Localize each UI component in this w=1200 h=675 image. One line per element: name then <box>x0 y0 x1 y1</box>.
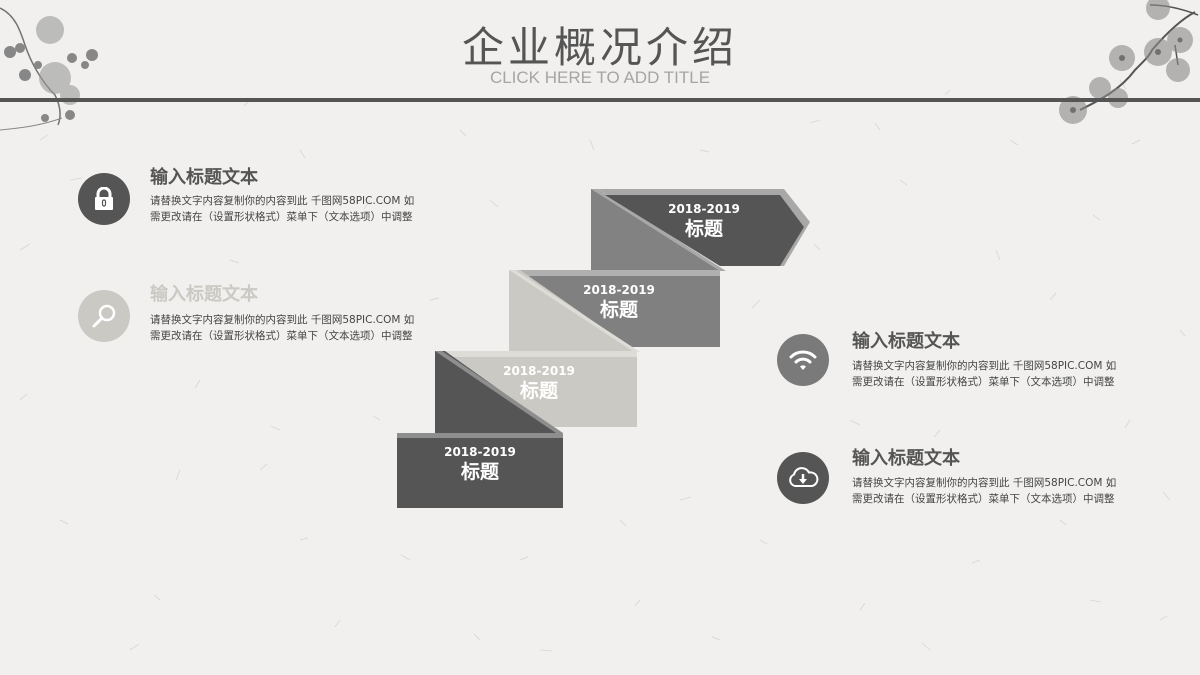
info-body: 请替换文字内容复制你的内容到此 千图网58PIC.COM 如需更改请在（设置形状… <box>150 195 415 223</box>
info-heading: 输入标题文本 <box>852 331 960 352</box>
step-title: 标题 <box>460 461 499 483</box>
step-year: 2018-2019 <box>444 445 516 459</box>
step-3-label[interactable]: 2018-2019 标题 <box>549 283 689 322</box>
info-body: 请替换文字内容复制你的内容到此 千图网58PIC.COM 如需更改请在（设置形状… <box>852 477 1117 505</box>
search-icon <box>92 304 116 328</box>
page-subtitle[interactable]: CLICK HERE TO ADD TITLE <box>489 68 711 87</box>
lock-icon-circle[interactable] <box>78 173 130 225</box>
search-icon-circle[interactable] <box>78 290 130 342</box>
floral-corner-left-decoration <box>0 7 98 131</box>
info-heading: 输入标题文本 <box>852 448 960 469</box>
lock-icon <box>95 187 113 210</box>
step-year: 2018-2019 <box>503 364 575 378</box>
wifi-icon-circle[interactable] <box>777 334 829 386</box>
info-body: 请替换文字内容复制你的内容到此 千图网58PIC.COM 如需更改请在（设置形状… <box>852 360 1117 388</box>
info-body: 请替换文字内容复制你的内容到此 千图网58PIC.COM 如需更改请在（设置形状… <box>150 314 415 342</box>
step-2-label[interactable]: 2018-2019 标题 <box>469 364 609 403</box>
wifi-icon <box>789 350 817 370</box>
info-heading: 输入标题文本 <box>150 284 258 305</box>
step-year: 2018-2019 <box>668 202 740 216</box>
step-4-label[interactable]: 2018-2019 标题 <box>634 202 774 241</box>
header-divider <box>0 98 1200 102</box>
cloud-download-icon <box>789 467 819 487</box>
step-title: 标题 <box>684 218 723 240</box>
info-heading: 输入标题文本 <box>150 167 258 188</box>
step-year: 2018-2019 <box>583 283 655 297</box>
step-1-label[interactable]: 2018-2019 标题 <box>410 445 550 484</box>
step-title: 标题 <box>519 380 558 402</box>
page-title: 企业概况介绍 <box>461 23 738 72</box>
step-title: 标题 <box>599 299 638 321</box>
floral-corner-right-decoration <box>1059 0 1199 124</box>
cloud-download-icon-circle[interactable] <box>777 452 829 504</box>
